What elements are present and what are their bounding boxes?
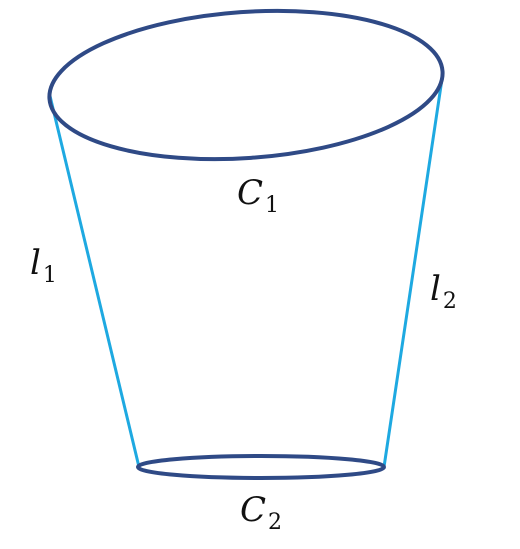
label-l2-sub: 2 xyxy=(442,288,457,314)
label-c1: C1 xyxy=(237,176,279,217)
label-l1: l1 xyxy=(30,246,57,287)
label-c2: C2 xyxy=(240,493,282,534)
label-l2: l2 xyxy=(430,272,457,313)
label-c2-sub: 2 xyxy=(268,509,283,535)
label-c1-base: C xyxy=(237,173,264,213)
label-c1-sub: 1 xyxy=(265,192,280,218)
ellipse-c2 xyxy=(136,454,386,480)
label-l1-base: l xyxy=(30,243,41,283)
label-c2-base: C xyxy=(240,490,267,530)
ellipse-c1 xyxy=(47,8,445,162)
side-line-l1 xyxy=(48,94,141,469)
label-l2-base: l xyxy=(430,269,441,309)
label-l1-sub: 1 xyxy=(42,262,57,288)
side-line-l2 xyxy=(382,77,444,469)
